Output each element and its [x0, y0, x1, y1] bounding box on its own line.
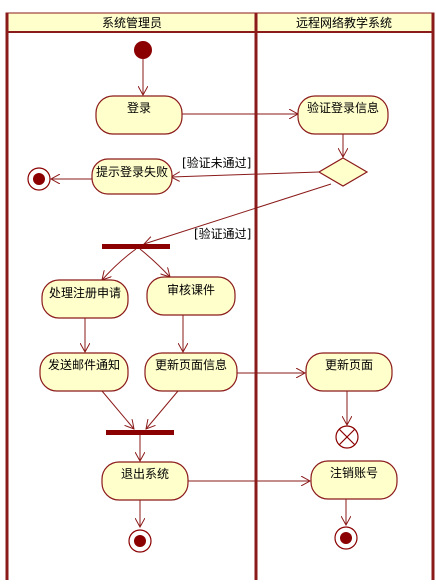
- join-bar: [106, 430, 174, 435]
- guard-passed: [验证通过]: [194, 226, 251, 241]
- action-login-failed-label: 提示登录失败: [96, 164, 168, 179]
- action-cancel-account: 注销账号: [310, 460, 398, 500]
- action-login-failed: 提示登录失败: [91, 158, 173, 195]
- action-process-registration: 处理注册申请: [41, 279, 129, 319]
- flow-final-node: [335, 425, 359, 449]
- action-review-courseware: 审核课件: [146, 276, 236, 316]
- decision-node: [317, 157, 369, 187]
- action-verify-login: 验证登录信息: [297, 95, 389, 135]
- action-cancel-account-label: 注销账号: [330, 465, 378, 480]
- edge-email-to-join: [101, 390, 134, 429]
- action-update-page-info-label: 更新页面信息: [155, 357, 227, 372]
- edge-fork-to-review: [139, 248, 170, 277]
- action-send-email-label: 发送邮件通知: [48, 357, 120, 372]
- action-exit-system-label: 退出系统: [121, 467, 169, 481]
- action-verify-login-label: 验证登录信息: [307, 100, 379, 115]
- action-update-page-info: 更新页面信息: [144, 352, 238, 392]
- final-node-admin: [128, 529, 152, 553]
- edge-update-info-to-join: [146, 390, 179, 429]
- final-node-system: [334, 526, 358, 550]
- action-review-courseware-label: 审核课件: [167, 282, 215, 297]
- lane-title-admin: 系统管理员: [102, 15, 162, 30]
- action-login: 登录: [95, 95, 183, 135]
- action-process-registration-label: 处理注册申请: [49, 285, 121, 300]
- fork-bar: [102, 244, 170, 249]
- final-node-failed: [27, 167, 51, 191]
- initial-node: [134, 41, 152, 59]
- lane-title-system: 远程网络教学系统: [296, 15, 392, 30]
- swimlane-frame: 系统管理员 远程网络教学系统: [5, 12, 435, 580]
- action-send-email: 发送邮件通知: [39, 352, 129, 392]
- action-login-label: 登录: [127, 100, 151, 115]
- edge-decision-to-failed: [171, 171, 320, 177]
- edge-fork-to-process: [102, 248, 137, 280]
- action-update-page: 更新页面: [305, 352, 393, 392]
- edge-decision-to-fork: [144, 183, 332, 244]
- action-exit-system: 退出系统: [101, 461, 189, 501]
- guard-not-passed: [验证未通过]: [182, 155, 251, 170]
- action-update-page-label: 更新页面: [325, 357, 373, 372]
